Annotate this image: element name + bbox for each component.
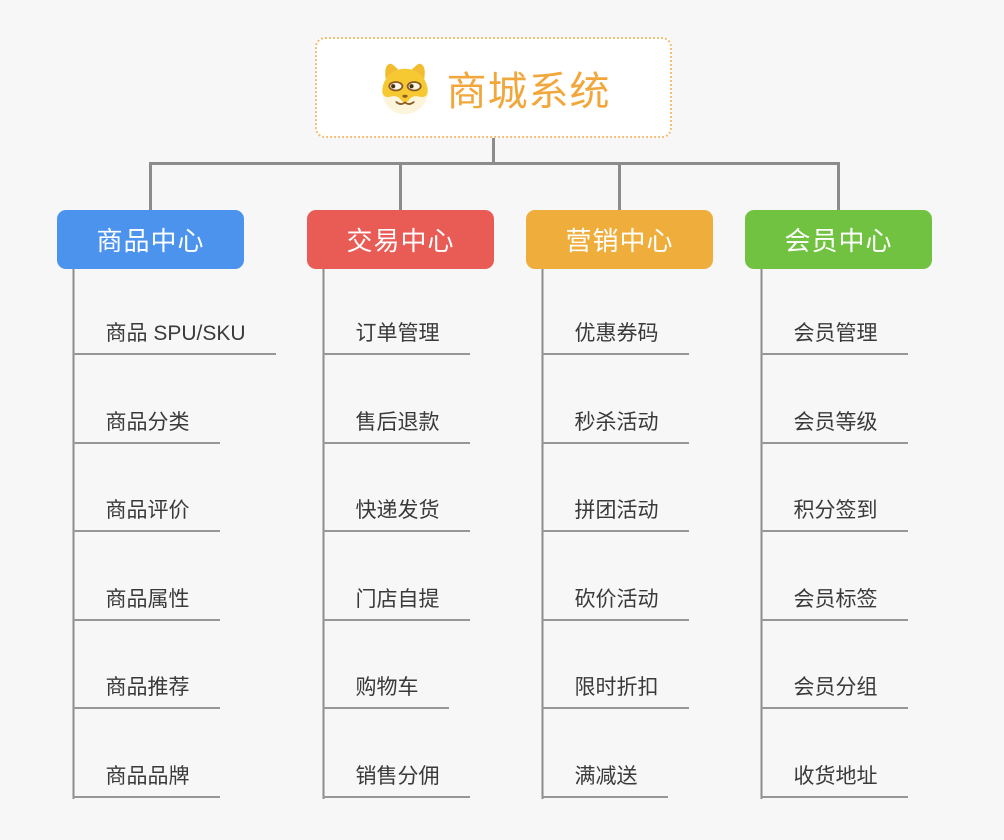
leaf-item-2-5[interactable]: 满减送 bbox=[541, 760, 668, 798]
root-title: 商城系统 bbox=[446, 69, 611, 114]
leaf-item-2-0[interactable]: 优惠券码 bbox=[541, 317, 689, 355]
branch-header-3[interactable]: 会员中心 bbox=[745, 210, 932, 269]
leaf-item-1-0[interactable]: 订单管理 bbox=[322, 317, 470, 355]
leaf-item-3-2[interactable]: 积分签到 bbox=[760, 494, 908, 533]
leaf-item-2-4[interactable]: 限时折扣 bbox=[541, 671, 689, 710]
leaf-item-2-3[interactable]: 砍价活动 bbox=[541, 583, 689, 621]
leaf-item-0-3[interactable]: 商品属性 bbox=[72, 583, 220, 621]
leaf-item-0-4[interactable]: 商品推荐 bbox=[72, 671, 220, 710]
leaf-item-3-1[interactable]: 会员等级 bbox=[760, 406, 908, 444]
leaf-item-1-2[interactable]: 快递发货 bbox=[322, 494, 470, 533]
leaf-item-1-5[interactable]: 销售分佣 bbox=[322, 760, 470, 798]
leaf-item-2-1[interactable]: 秒杀活动 bbox=[541, 406, 689, 444]
leaf-item-1-1[interactable]: 售后退款 bbox=[322, 406, 470, 444]
leaf-item-3-0[interactable]: 会员管理 bbox=[760, 317, 908, 355]
leaf-item-0-0[interactable]: 商品 SPU/SKU bbox=[72, 317, 276, 355]
root-node-mall-system[interactable]: 商城系统 bbox=[315, 37, 672, 138]
leaf-item-3-3[interactable]: 会员标签 bbox=[760, 583, 908, 621]
leaf-item-1-4[interactable]: 购物车 bbox=[322, 671, 449, 710]
branch-header-0[interactable]: 商品中心 bbox=[57, 210, 244, 269]
leaf-item-0-2[interactable]: 商品评价 bbox=[72, 494, 220, 533]
leaf-item-0-5[interactable]: 商品品牌 bbox=[72, 760, 220, 798]
leaf-item-1-3[interactable]: 门店自提 bbox=[322, 583, 470, 621]
leaf-item-3-4[interactable]: 会员分组 bbox=[760, 671, 908, 710]
branch-header-1[interactable]: 交易中心 bbox=[307, 210, 494, 269]
leaf-item-3-5[interactable]: 收货地址 bbox=[760, 760, 908, 798]
doge-icon bbox=[381, 63, 428, 114]
leaf-item-0-1[interactable]: 商品分类 bbox=[72, 406, 220, 444]
branch-header-2[interactable]: 营销中心 bbox=[526, 210, 713, 269]
leaf-item-2-2[interactable]: 拼团活动 bbox=[541, 494, 689, 533]
